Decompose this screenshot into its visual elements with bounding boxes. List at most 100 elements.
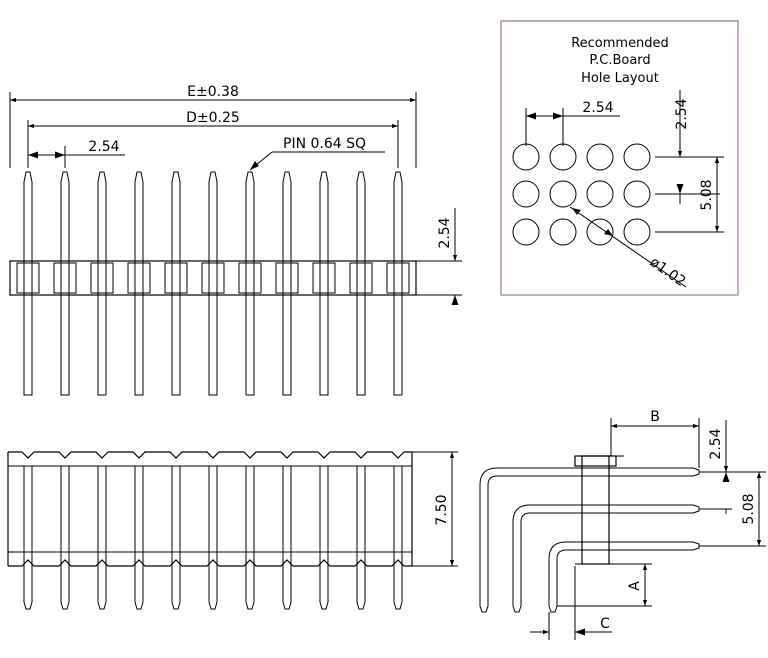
pitch-arrow-right: [55, 151, 65, 159]
front-pin: [245, 171, 255, 396]
ra-housing: [581, 455, 610, 565]
side-pin: [97, 466, 107, 610]
front-pin-housing-cell: [238, 262, 262, 294]
front-pin-housing-cell: [201, 262, 225, 294]
front-pin-housing-cell: [312, 262, 336, 294]
front-pin-in-housing: [356, 263, 366, 293]
front-pin: [356, 171, 366, 396]
front-pin-in-housing: [134, 263, 144, 293]
side-pin: [393, 466, 403, 610]
pcb-hole: [586, 143, 614, 171]
side-pin: [356, 466, 366, 610]
pcb-layout-border: [500, 20, 739, 296]
hole-diameter-label: ø1.02: [647, 254, 689, 290]
ra-pin-top-inner: [487, 475, 693, 606]
front-pin-housing-cell: [53, 262, 77, 294]
a-dimension-label: A: [627, 581, 643, 591]
front-pin-in-housing: [23, 263, 33, 293]
c-dimension-label: C: [600, 616, 610, 632]
ra-pin-top-end: [692, 467, 700, 477]
pcb-title-line3: Hole Layout: [581, 71, 659, 86]
side-view: 7.50: [7, 451, 458, 610]
front-pin-housing-cell: [164, 262, 188, 294]
pcb-vpitch-label: 2.54: [674, 98, 690, 129]
ra-pin-mid-end: [692, 504, 700, 514]
pcb-vpitch-arrow-bottom: [676, 184, 684, 194]
pin-callout-arrow: [250, 161, 259, 170]
ra-pin-mid-inner: [520, 512, 693, 606]
pcb-hole: [512, 180, 540, 208]
side-housing-top: [8, 451, 412, 459]
pcb-hpitch-arrow-right: [553, 112, 563, 120]
pcb-hole: [586, 218, 614, 246]
hole-diameter-arrow-upper: [572, 208, 581, 215]
pcb-hole: [512, 218, 540, 246]
side-height-label: 7.50: [434, 494, 450, 525]
pcb-hpitch-label: 2.54: [582, 100, 613, 116]
pcb-hole: [549, 218, 577, 246]
pin-callout-label: PIN 0.64 SQ: [283, 136, 366, 152]
front-height-label: 2.54: [437, 217, 453, 248]
pitch-arrow-left: [28, 151, 38, 159]
front-pin-in-housing: [245, 263, 255, 293]
side-pin: [60, 466, 70, 610]
pcb-hole: [549, 180, 577, 208]
front-pin: [319, 171, 329, 396]
ra-housing-top-flange: [574, 455, 617, 467]
front-pin-in-housing: [282, 263, 292, 293]
d-dimension-label: D±0.25: [186, 110, 240, 126]
ra-pin-mid-outer: [512, 504, 693, 606]
front-pin-housing-cell: [275, 262, 299, 294]
side-pins: [8, 465, 412, 610]
front-pin: [97, 171, 107, 396]
front-pin-in-housing: [171, 263, 181, 293]
pcb-title-line1: Recommended: [571, 36, 669, 51]
right-angle-view: B 2.54 5.08 A C: [479, 409, 766, 640]
ra-pin-bot-end: [692, 541, 700, 551]
pcb-layout: Recommended P.C.Board Hole Layout 2.54 2…: [500, 20, 739, 296]
front-pin-in-housing: [393, 263, 403, 293]
front-pin: [282, 171, 292, 396]
front-housing-dividers: [16, 262, 410, 294]
front-pin-in-housing: [60, 263, 70, 293]
front-pin: [23, 171, 33, 396]
front-housing: [9, 260, 417, 296]
pcb-hole: [623, 143, 651, 171]
ra-pitch-label: 2.54: [708, 428, 724, 459]
side-pin: [23, 466, 33, 610]
pcb-hpitch-arrow-left: [526, 112, 536, 120]
pcb-hole: [586, 180, 614, 208]
side-pin: [245, 466, 255, 610]
c-arrow-right: [575, 628, 585, 636]
pcb-title-line2: P.C.Board: [589, 53, 650, 68]
ra-rowspace-label: 5.08: [741, 493, 757, 524]
side-pin: [171, 466, 181, 610]
pcb-hole: [623, 180, 651, 208]
side-pin: [282, 466, 292, 610]
pitch-dimension-label: 2.54: [88, 139, 119, 155]
ra-pin-bot-outer: [548, 541, 693, 606]
hole-diameter-leader: [569, 206, 687, 288]
front-pin-in-housing: [97, 263, 107, 293]
front-pin: [208, 171, 218, 396]
front-pin: [393, 171, 403, 396]
front-pin: [171, 171, 181, 396]
front-pin-housing-cell: [386, 262, 410, 294]
pcb-hole: [549, 143, 577, 171]
front-pin-in-housing: [208, 263, 218, 293]
ra-pin-mid-tip: [512, 605, 522, 613]
ra-pin-bot-inner: [556, 549, 693, 606]
b-dimension-label: B: [650, 409, 660, 425]
front-pin-housing-cell: [349, 262, 373, 294]
front-height-arrow-bottom: [451, 295, 459, 305]
ra-pin-top-outer: [479, 467, 693, 606]
front-pin: [60, 171, 70, 396]
front-pin-housing-cell: [16, 262, 40, 294]
side-pin: [134, 466, 144, 610]
ra-pin-bot-tip: [548, 605, 558, 613]
ra-pin-top-tip: [479, 605, 489, 613]
front-pin-in-housing: [319, 263, 329, 293]
ra-pitch-arrow-bottom: [722, 472, 730, 482]
front-pin-housing-cell: [90, 262, 114, 294]
